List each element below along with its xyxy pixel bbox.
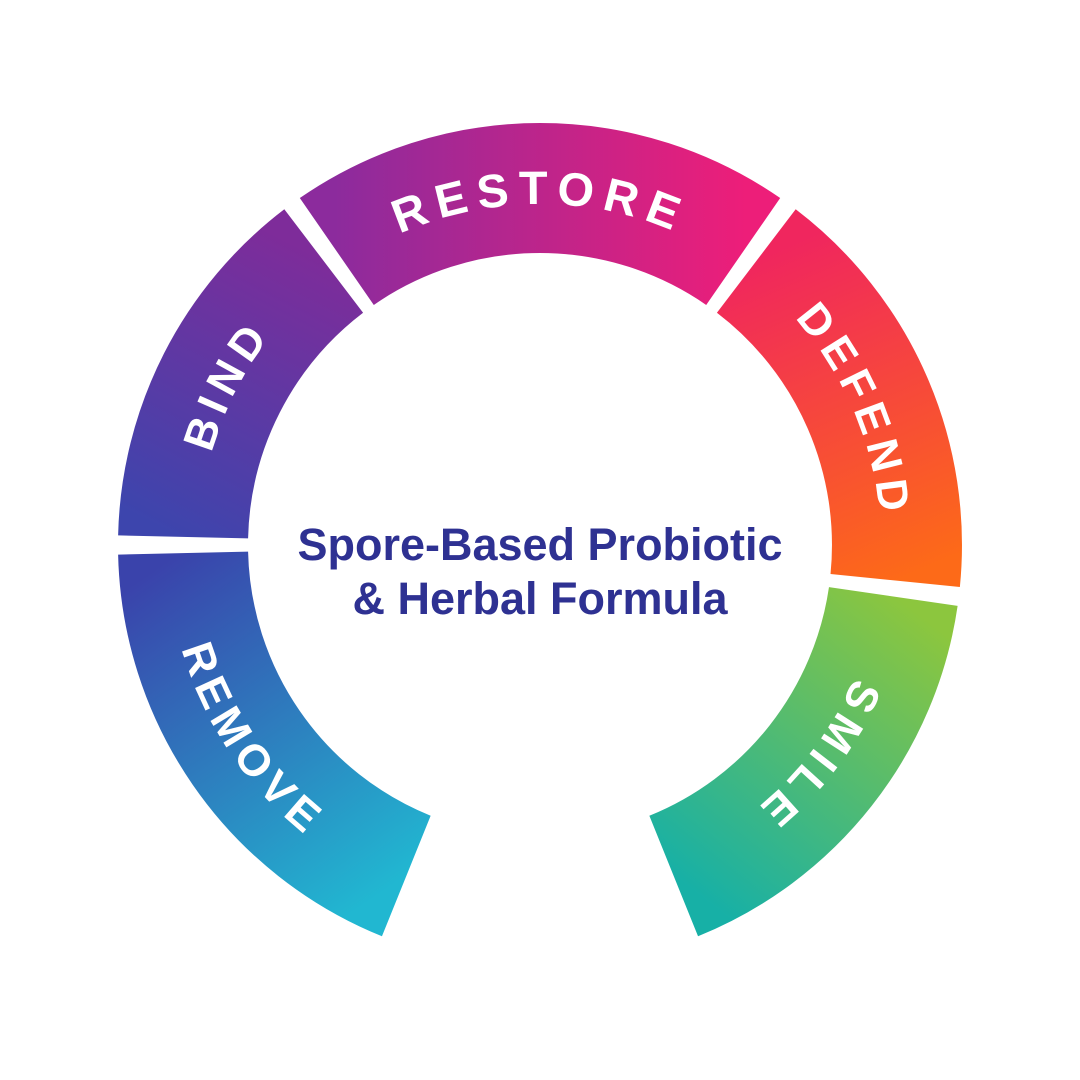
- segment-bind: [118, 209, 364, 540]
- center-text: Spore-Based Probiotic & Herbal Formula: [297, 519, 782, 624]
- center-text-line2: & Herbal Formula: [352, 573, 728, 624]
- segment-smile: [648, 586, 958, 937]
- ring-segments: [118, 123, 962, 937]
- segment-remove: [118, 550, 432, 937]
- segment-defend: [716, 209, 962, 587]
- center-text-line1: Spore-Based Probiotic: [297, 519, 782, 570]
- segment-restore: [299, 123, 781, 306]
